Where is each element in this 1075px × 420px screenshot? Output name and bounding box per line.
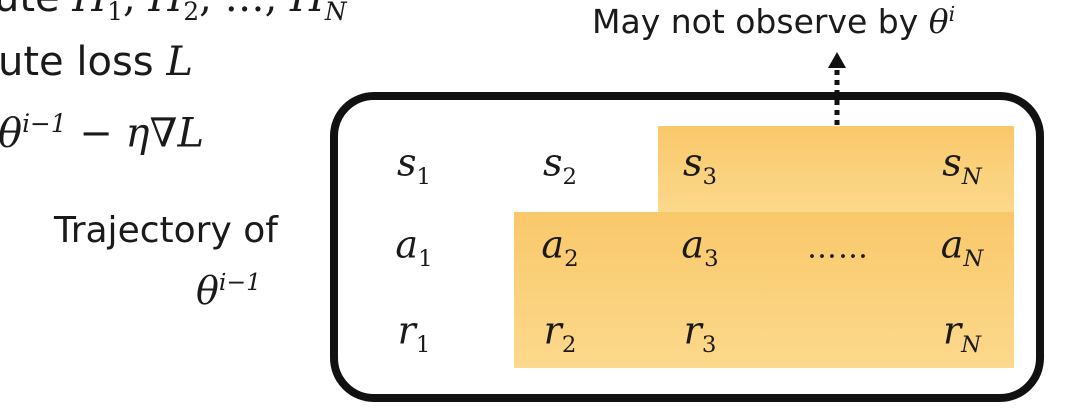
cell-subscript: N	[963, 245, 984, 272]
cell-r-N: rN	[943, 311, 981, 356]
annotation-label: May not observe by θi	[592, 2, 956, 41]
cell-base: s	[396, 140, 417, 185]
cell-subscript: 1	[418, 245, 433, 272]
cell-subscript: 2	[564, 245, 579, 272]
dotted-arrow-icon	[828, 52, 846, 164]
cell-base: r	[397, 308, 416, 353]
cell-a-1: a1	[395, 225, 432, 270]
cell-subscript: 1	[416, 163, 432, 190]
left-text-line-2: ute loss L	[0, 39, 193, 85]
cell-subscript: 1	[415, 331, 431, 358]
cell-subscript: 2	[561, 331, 577, 358]
cell-s-3: s3	[683, 143, 717, 188]
cell-base: r	[543, 308, 562, 353]
cell-base: s	[942, 140, 962, 185]
cell-a-2: a2	[541, 225, 578, 270]
cell-base: r	[942, 308, 962, 353]
cell-s-2: s2	[543, 143, 577, 188]
cell-subscript: 3	[704, 245, 719, 272]
cell-r-1: r1	[398, 311, 431, 356]
trajectory-theta: θi−1	[196, 268, 262, 313]
cell-subscript: N	[961, 331, 982, 358]
cell-base: a	[681, 222, 705, 267]
cell-a-3: a3	[681, 225, 718, 270]
cell-s-1: s1	[397, 143, 431, 188]
cell-subscript: 3	[701, 331, 717, 358]
trajectory-frame	[330, 92, 1044, 402]
highlight-lower-region	[514, 212, 1014, 368]
cell-r-2: r2	[544, 311, 577, 356]
ellipsis-dots: ……	[807, 230, 869, 266]
cell-base: s	[682, 140, 703, 185]
cell-base: r	[683, 308, 702, 353]
trajectory-label: Trajectory of	[54, 210, 278, 251]
cell-base: a	[541, 222, 565, 267]
cell-base: s	[542, 140, 563, 185]
left-text-line-3: θi−1 − η∇L	[0, 109, 204, 157]
left-text-line-1: ute H1, H2, …, HN	[0, 0, 347, 26]
cell-subscript: N	[961, 163, 982, 190]
cell-base: a	[395, 222, 419, 267]
cell-subscript: 2	[562, 163, 578, 190]
highlight-top-region	[658, 126, 1014, 214]
cell-r-3: r3	[684, 311, 717, 356]
cell-a-N: aN	[941, 225, 984, 270]
cell-subscript: 3	[702, 163, 718, 190]
cell-s-N: sN	[942, 143, 981, 188]
cell-base: a	[940, 222, 964, 267]
